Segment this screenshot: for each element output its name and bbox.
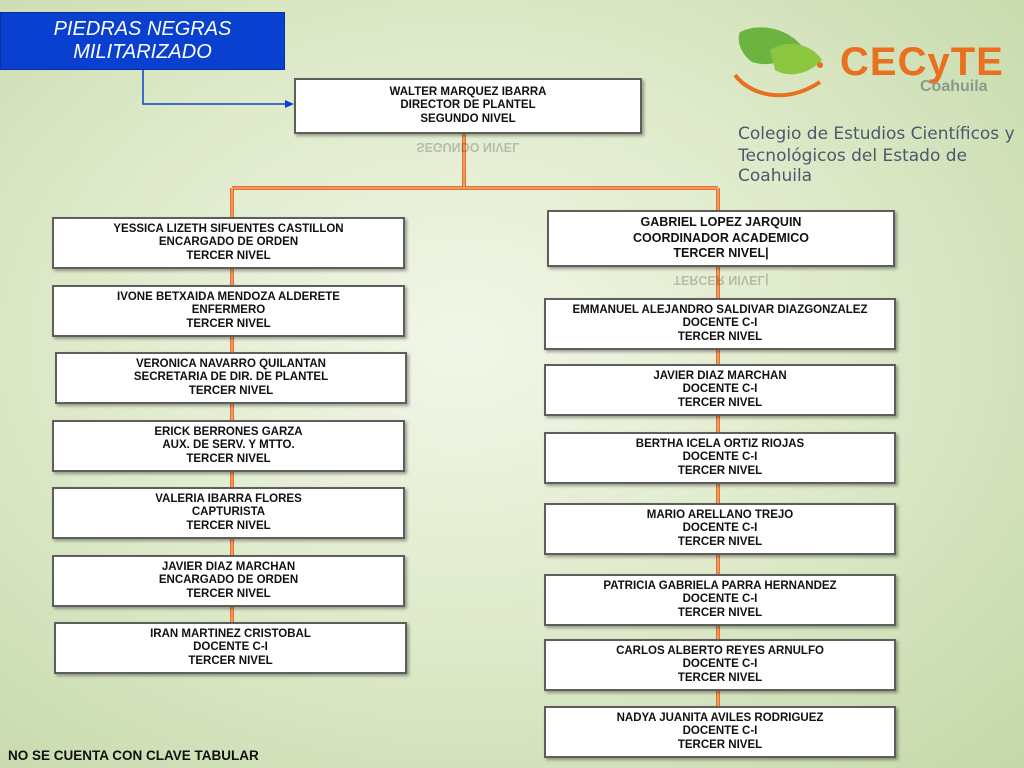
staff-level: TERCER NIVEL: [186, 249, 271, 262]
title-arrow-head: [285, 100, 294, 108]
staff-name: JAVIER DIAZ MARCHAN: [161, 560, 296, 573]
director-node: WALTER MARQUEZ IBARRA DIRECTOR DE PLANTE…: [294, 78, 642, 134]
right-staff-node: MARIO ARELLANO TREJO DOCENTE C-I TERCER …: [544, 503, 896, 555]
coordinator-node: GABRIEL LOPEZ JARQUIN COORDINADOR ACADEM…: [547, 210, 895, 267]
staff-role: AUX. DE SERV. Y MTTO.: [162, 439, 295, 452]
coordinator-role: COORDINADOR ACADEMICO: [633, 230, 809, 245]
diagram-title: PIEDRAS NEGRAS MILITARIZADO: [0, 12, 285, 70]
staff-role: DOCENTE C-I: [682, 522, 758, 535]
director-name: WALTER MARQUEZ IBARRA: [389, 85, 547, 98]
staff-name: IRAN MARTINEZ CRISTOBAL: [150, 627, 311, 640]
staff-name: NADYA JUANITA AVILES RODRIGUEZ: [616, 711, 824, 724]
staff-name: YESSICA LIZETH SIFUENTES CASTILLON: [113, 222, 344, 235]
staff-role: ENCARGADO DE ORDEN: [158, 574, 299, 587]
staff-level: TERCER NIVEL: [677, 606, 763, 619]
staff-level: TERCER NIVEL: [677, 464, 763, 477]
right-staff-node: BERTHA ICELA ORTIZ RIOJAS DOCENTE C-I TE…: [544, 432, 896, 484]
staff-level: TERCER NIVEL: [186, 587, 271, 600]
staff-role: DOCENTE C-I: [682, 317, 758, 330]
right-staff-node: EMMANUEL ALEJANDRO SALDIVAR DIAZGONZALEZ…: [544, 298, 896, 350]
logo-tagline-1: Colegio de Estudios Científicos y: [738, 124, 1015, 144]
director-level: SEGUNDO NIVEL: [420, 112, 516, 125]
right-staff-node: NADYA JUANITA AVILES RODRIGUEZ DOCENTE C…: [544, 706, 896, 758]
title-line-1: PIEDRAS NEGRAS: [53, 18, 232, 40]
coordinator-level: TERCER NIVEL|: [673, 246, 769, 261]
logo-subtitle: Coahuila: [920, 78, 988, 95]
staff-name: JAVIER DIAZ MARCHAN: [653, 369, 787, 382]
staff-name: ERICK BERRONES GARZA: [154, 425, 303, 438]
staff-level: TERCER NIVEL: [677, 535, 763, 548]
staff-role: DOCENTE C-I: [682, 593, 758, 606]
staff-name: MARIO ARELLANO TREJO: [646, 508, 794, 521]
staff-role: DOCENTE C-I: [193, 641, 268, 654]
footer-note: NO SE CUENTA CON CLAVE TABULAR: [8, 748, 259, 763]
left-staff-node: VERONICA NAVARRO QUILANTAN SECRETARIA DE…: [55, 352, 407, 404]
staff-level: TERCER NIVEL: [188, 654, 273, 667]
staff-role: SECRETARIA DE DIR. DE PLANTEL: [133, 371, 329, 384]
staff-level: TERCER NIVEL: [186, 519, 271, 532]
coordinator-level-reflection: TERCER NIVEL|: [673, 273, 769, 287]
director-role: DIRECTOR DE PLANTEL: [400, 99, 536, 112]
left-staff-node: VALERIA IBARRA FLORES CAPTURISTA TERCER …: [52, 487, 405, 539]
title-line-2: MILITARIZADO: [73, 41, 212, 63]
right-staff-node: JAVIER DIAZ MARCHAN DOCENTE C-I TERCER N…: [544, 364, 896, 416]
staff-level: TERCER NIVEL: [677, 330, 763, 343]
director-level-reflection: SEGUNDO NIVEL: [416, 140, 520, 154]
staff-name: EMMANUEL ALEJANDRO SALDIVAR DIAZGONZALEZ: [572, 303, 868, 316]
staff-level: TERCER NIVEL: [186, 452, 271, 465]
logo-wordmark: CECyTE: [840, 40, 1004, 84]
right-staff-node: PATRICIA GABRIELA PARRA HERNANDEZ DOCENT…: [544, 574, 896, 626]
staff-role: DOCENTE C-I: [682, 451, 758, 464]
right-staff-node: CARLOS ALBERTO REYES ARNULFO DOCENTE C-I…: [544, 639, 896, 691]
staff-name: PATRICIA GABRIELA PARRA HERNANDEZ: [603, 579, 837, 592]
left-staff-node: YESSICA LIZETH SIFUENTES CASTILLON ENCAR…: [52, 217, 405, 269]
staff-name: BERTHA ICELA ORTIZ RIOJAS: [635, 437, 805, 450]
staff-role: ENCARGADO DE ORDEN: [158, 236, 299, 249]
logo-tagline-2: Tecnológicos del Estado de Coahuila: [738, 146, 968, 186]
staff-level: TERCER NIVEL: [677, 738, 763, 751]
staff-level: TERCER NIVEL: [677, 396, 763, 409]
staff-role: DOCENTE C-I: [682, 725, 758, 738]
left-staff-node: IRAN MARTINEZ CRISTOBAL DOCENTE C-I TERC…: [54, 622, 407, 674]
staff-role: DOCENTE C-I: [682, 383, 758, 396]
cecyte-logo-icon: [733, 27, 823, 98]
staff-role: DOCENTE C-I: [682, 658, 758, 671]
staff-name: VALERIA IBARRA FLORES: [155, 492, 302, 505]
title-arrow-line: [142, 70, 288, 105]
left-staff-node: JAVIER DIAZ MARCHAN ENCARGADO DE ORDEN T…: [52, 555, 405, 607]
staff-name: IVONE BETXAIDA MENDOZA ALDERETE: [117, 290, 340, 303]
staff-level: TERCER NIVEL: [186, 317, 271, 330]
staff-role: ENFERMERO: [191, 304, 266, 317]
staff-level: TERCER NIVEL: [677, 671, 763, 684]
left-staff-node: ERICK BERRONES GARZA AUX. DE SERV. Y MTT…: [52, 420, 405, 472]
coordinator-name: GABRIEL LOPEZ JARQUIN: [640, 215, 802, 230]
staff-name: CARLOS ALBERTO REYES ARNULFO: [616, 644, 824, 657]
staff-name: VERONICA NAVARRO QUILANTAN: [136, 357, 326, 370]
left-staff-node: IVONE BETXAIDA MENDOZA ALDERETE ENFERMER…: [52, 285, 405, 337]
staff-role: CAPTURISTA: [191, 506, 266, 519]
staff-level: TERCER NIVEL: [188, 384, 274, 397]
